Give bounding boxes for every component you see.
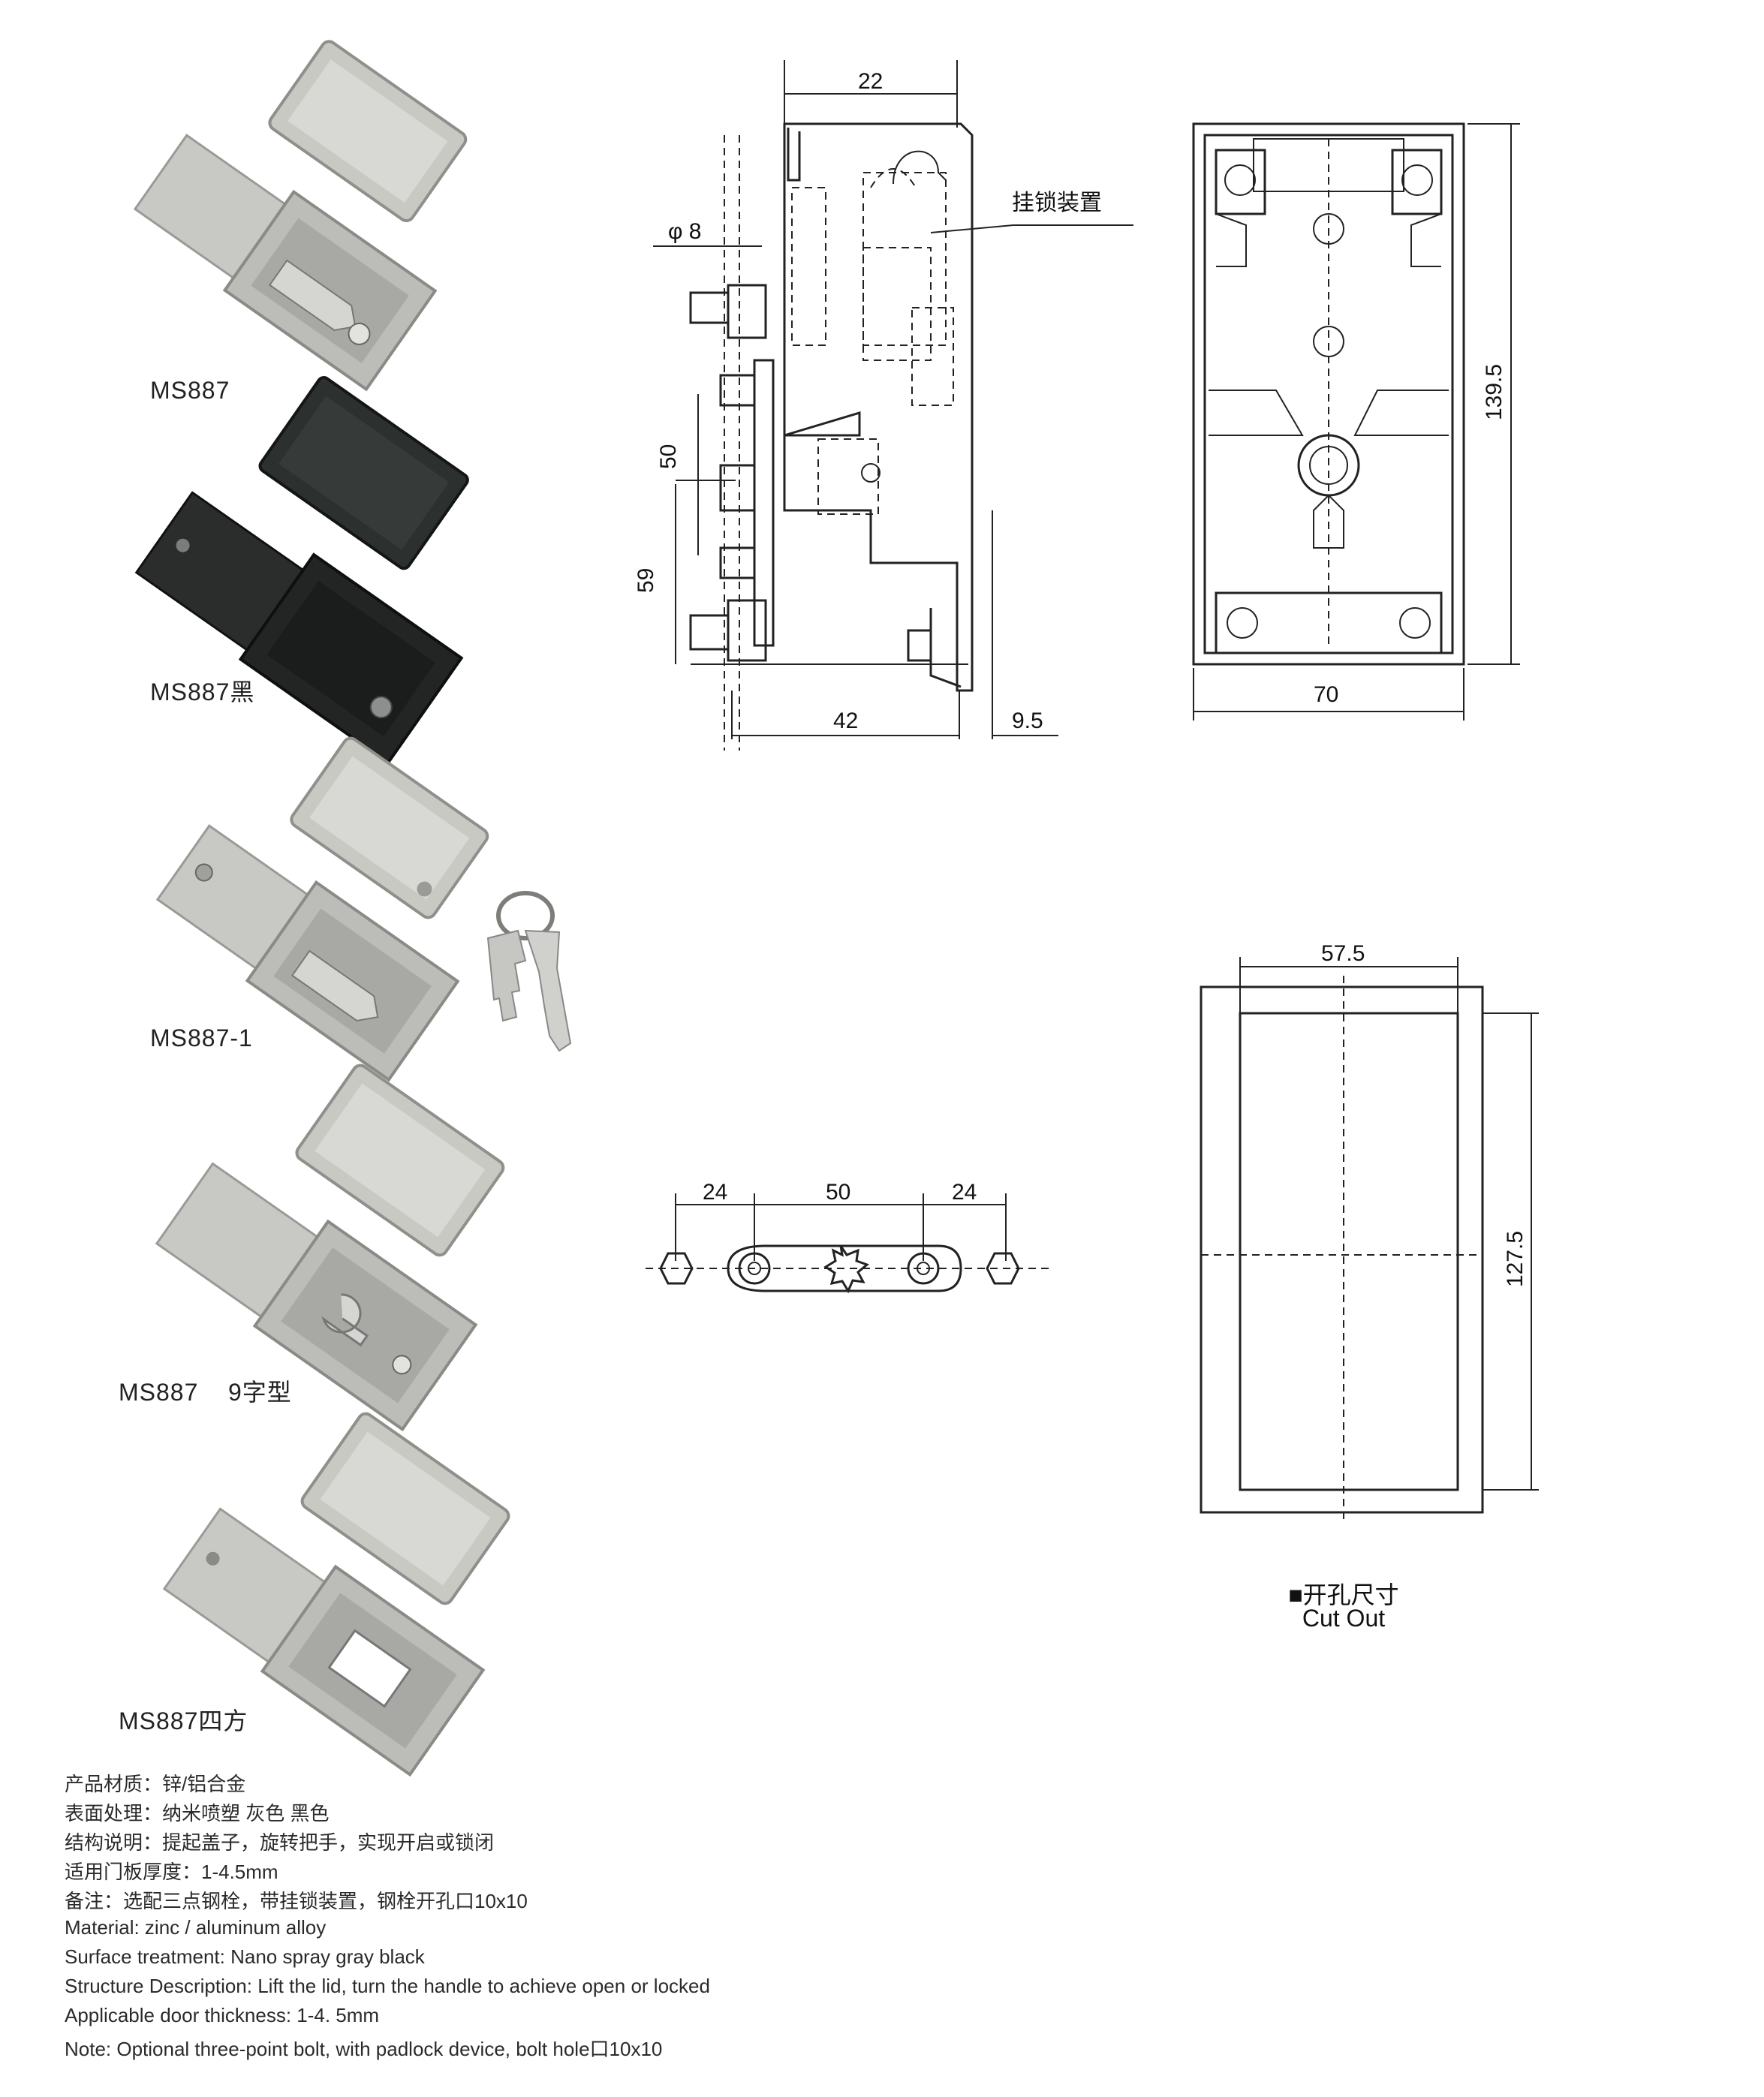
spec-thickness-cn: 适用门板厚度：1-4.5mm xyxy=(65,1861,278,1883)
side-view-drawing: 22 φ 8 50 59 42 9.5 挂锁装置 xyxy=(634,60,1133,751)
dim-24-left: 24 xyxy=(703,1180,727,1205)
variant-label: MS887四方 xyxy=(119,1707,248,1734)
variant-label: MS887 xyxy=(150,377,230,404)
spec-material-cn: 产品材质：锌/铝合金 xyxy=(65,1773,246,1795)
spec-note-en: Note: Optional three-point bolt, with pa… xyxy=(65,2038,663,2060)
cut-out-title-cn: ■开孔尺寸 xyxy=(1288,1581,1399,1608)
variant-label: MS887黑 xyxy=(150,678,255,706)
dim-127-5: 127.5 xyxy=(1503,1231,1528,1287)
spec-surface-en: Surface treatment: Nano spray gray black xyxy=(65,1945,425,1968)
dim-57-5: 57.5 xyxy=(1321,941,1365,966)
dim-139-5: 139.5 xyxy=(1482,364,1507,420)
dim-70: 70 xyxy=(1314,682,1338,707)
front-view-drawing: 139.5 70 xyxy=(1192,122,1520,721)
spec-thickness-en: Applicable door thickness: 1-4. 5mm xyxy=(65,2004,380,2026)
three-point-bolt-drawing: 24 50 24 xyxy=(646,1180,1051,1294)
dim-59: 59 xyxy=(634,568,658,593)
product-photo-ms887-black xyxy=(134,376,469,765)
spec-note-cn: 备注：选配三点钢栓，带挂锁装置，钢栓开孔口10x10 xyxy=(65,1890,528,1912)
product-photo-ms887-1 xyxy=(155,736,489,1082)
spec-structure-cn: 结构说明：提起盖子，旋转把手，实现开启或锁闭 xyxy=(65,1831,495,1854)
spec-surface-cn: 表面处理：纳米喷塑 灰色 黑色 xyxy=(65,1802,330,1825)
variant-label: MS887-1 xyxy=(150,1024,253,1052)
dim-50-center: 50 xyxy=(826,1180,850,1205)
dim-50: 50 xyxy=(656,444,681,469)
dim-24-right: 24 xyxy=(952,1180,977,1205)
dim-phi8: φ 8 xyxy=(668,219,701,244)
product-photo-ms887-square xyxy=(162,1412,510,1777)
dim-9-5: 9.5 xyxy=(1012,709,1043,733)
product-photo-ms887 xyxy=(133,40,468,392)
product-photo-ms887-9-type xyxy=(155,1064,505,1432)
key-icon xyxy=(486,891,572,1052)
cut-out-drawing: 57.5 127.5 xyxy=(1200,941,1539,1524)
variant-label: MS887 9字型 xyxy=(119,1379,292,1406)
cut-out-title-en: Cut Out xyxy=(1302,1605,1386,1632)
spec-material-en: Material: zinc / aluminum alloy xyxy=(65,1916,327,1939)
padlock-device-note: 挂锁装置 xyxy=(1012,191,1102,215)
dim-42: 42 xyxy=(833,709,858,733)
spec-structure-en: Structure Description: Lift the lid, tur… xyxy=(65,1975,710,1997)
dim-22: 22 xyxy=(858,69,883,94)
